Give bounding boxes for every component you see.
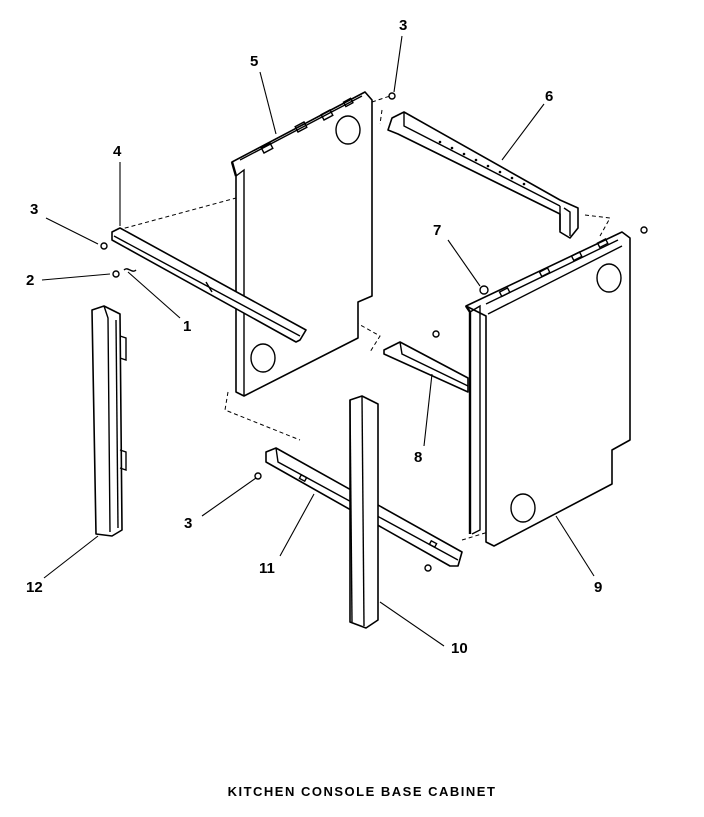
callout-7: 7: [433, 222, 441, 239]
right-side-panel: [465, 231, 631, 547]
leader-lines: [41, 35, 595, 647]
callout-5: 5: [250, 53, 258, 70]
callout-10: 10: [451, 640, 468, 657]
callout-6: 6: [545, 88, 553, 105]
lower-rear-rail: [383, 341, 469, 393]
callout-9: 9: [594, 579, 602, 596]
callout-8: 8: [414, 449, 422, 466]
screws: [100, 92, 648, 572]
top-front-rail: [111, 227, 307, 343]
left-side-panel: [230, 91, 373, 397]
callout-3-left: 3: [30, 201, 38, 218]
trim-strip: [91, 305, 127, 537]
callout-2: 2: [26, 272, 34, 289]
callout-11: 11: [259, 560, 275, 577]
callout-labels: 4 3 2 1 5 3 6 7 8 9 10 11 3 12: [26, 17, 602, 657]
front-corner-post: [349, 395, 379, 629]
callout-3-bottom: 3: [184, 515, 192, 532]
top-rear-brace: [387, 111, 579, 239]
callout-1: 1: [183, 318, 191, 335]
callout-4: 4: [113, 143, 122, 160]
diagram-caption: KITCHEN CONSOLE BASE CABINET: [227, 784, 497, 799]
callout-12: 12: [26, 579, 43, 596]
callout-3-top: 3: [399, 17, 407, 34]
